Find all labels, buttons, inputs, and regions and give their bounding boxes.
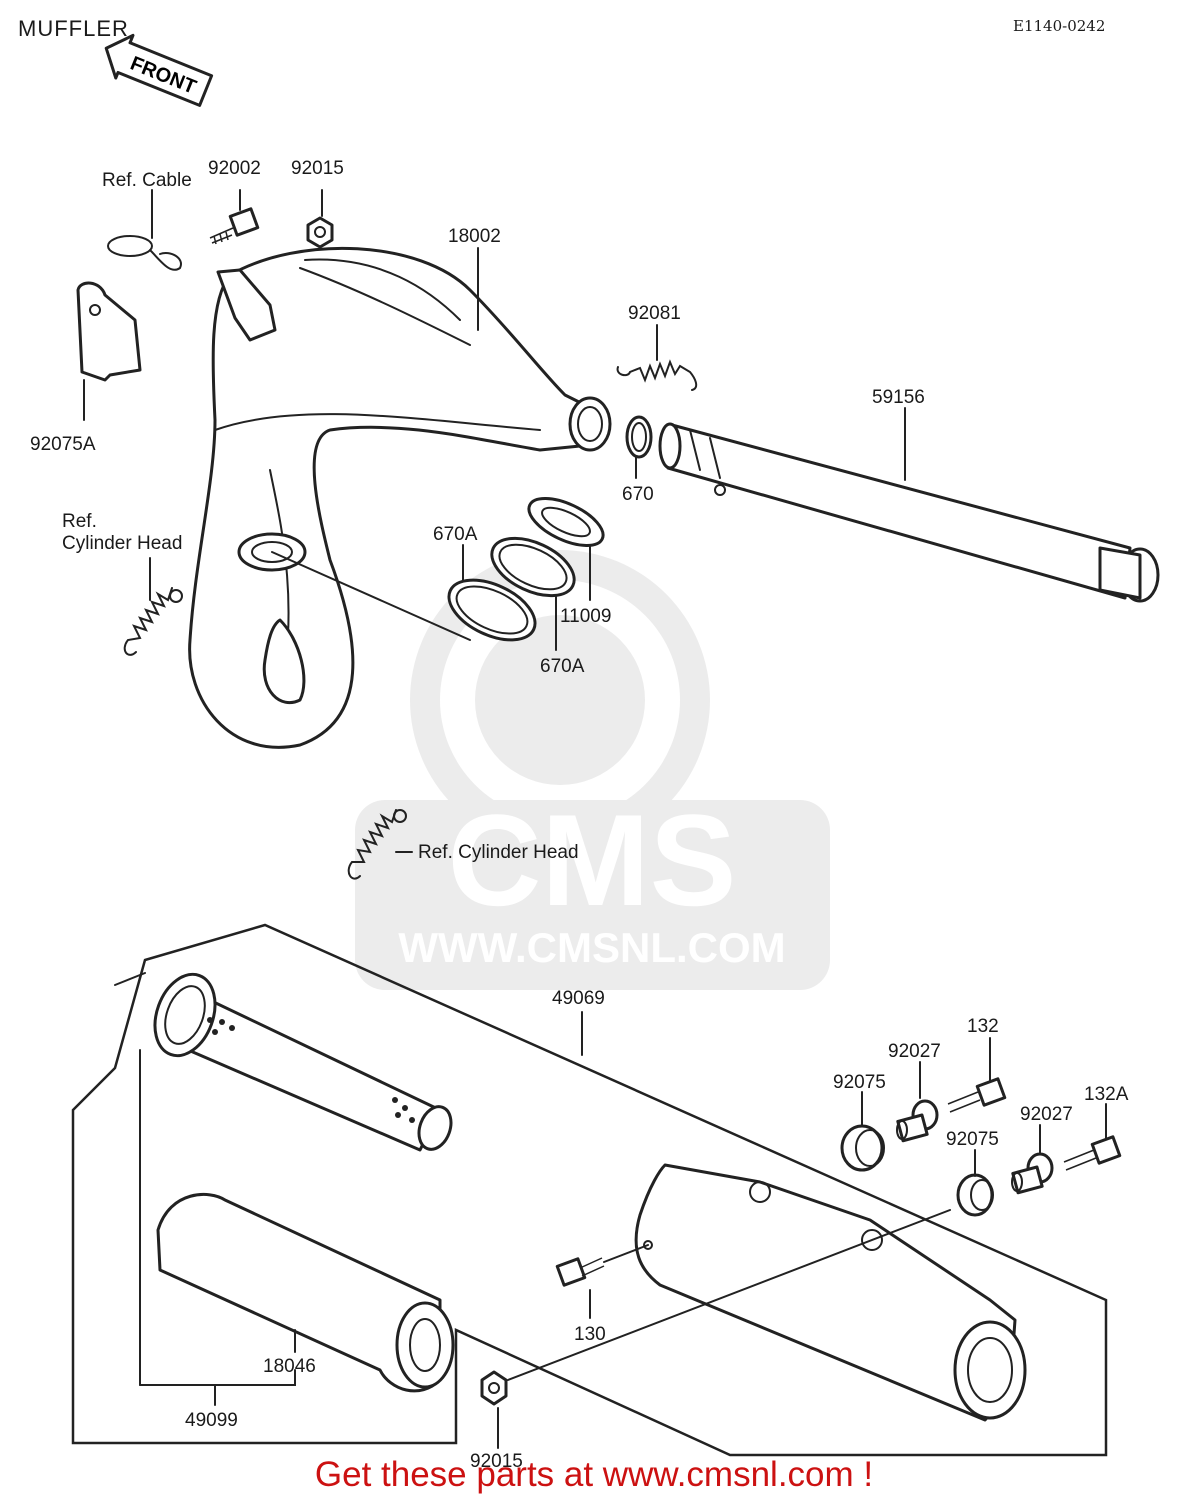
label-49069: 49069 (552, 988, 605, 1009)
label-92027-right: 92027 (1020, 1104, 1073, 1125)
label-92027-left: 92027 (888, 1041, 941, 1062)
label-130: 130 (574, 1324, 606, 1345)
chamber-to-gaskets-line (271, 551, 471, 641)
ref-cable-loop (107, 189, 182, 271)
label-92015-bottom: 92015 (470, 1451, 523, 1472)
glass-wool-packing-18046 (156, 1193, 455, 1393)
lower-frame-outline (71, 923, 1108, 1457)
perforated-pipe (153, 972, 453, 1152)
grommet-92075-right (956, 1149, 994, 1217)
gasket-11009 (527, 497, 605, 547)
diagram-code: E1140-0242 (1013, 17, 1106, 35)
label-92015-top: 92015 (291, 158, 344, 179)
nut-92015-top (306, 189, 334, 249)
spring-ref-cylinder-head-1 (123, 587, 183, 656)
label-11009: 11009 (560, 606, 611, 627)
gasket-670A-front (490, 536, 576, 598)
spring-92081 (616, 359, 698, 391)
label-92075A: 92075A (30, 434, 96, 455)
label-92081: 92081 (628, 303, 681, 324)
collar-92027-right (1011, 1124, 1054, 1195)
tail-pipe-59156 (658, 422, 1160, 603)
footer-link-text[interactable]: Get these parts at www.cmsnl.com ! (314, 1455, 874, 1494)
label-18002: 18002 (448, 226, 501, 247)
bolt-92002 (209, 189, 260, 245)
page-title: MUFFLER (18, 16, 129, 41)
label-ref-cyl-head-1-line2: Cylinder Head (62, 533, 182, 554)
bolt-132A (1063, 1103, 1122, 1171)
label-ref-cable: Ref. Cable (102, 170, 192, 191)
frame-arrow-tip (114, 972, 146, 986)
label-132: 132 (967, 1016, 999, 1037)
label-ref-cyl-head-1-line1: Ref. (62, 511, 97, 532)
spring-ref-cylinder-head-2 (347, 809, 407, 880)
label-132A: 132A (1084, 1084, 1129, 1105)
expansion-chamber-18002 (188, 246, 612, 749)
label-59156: 59156 (872, 387, 925, 408)
label-18046: 18046 (263, 1356, 316, 1377)
silencer-body-49069 (634, 1163, 1027, 1422)
bolt-132 (947, 1037, 1007, 1113)
collar-92027-left (896, 1061, 939, 1143)
bolt-130 (555, 1244, 649, 1319)
grommet-92075-left (840, 1091, 885, 1172)
label-670A-top: 670A (433, 524, 478, 545)
label-670A-bottom: 670A (540, 656, 585, 677)
label-92075-right: 92075 (946, 1129, 999, 1150)
leader-18046 (139, 1329, 296, 1386)
nut-92015-bottom (480, 1209, 951, 1449)
label-92002: 92002 (208, 158, 261, 179)
label-670: 670 (622, 484, 654, 505)
leader-49099 (139, 1049, 216, 1406)
watermark-url-text: WWW.CMSNL.COM (398, 924, 785, 971)
label-92075-left: 92075 (833, 1072, 886, 1093)
bracket-92075A (76, 281, 142, 421)
watermark-logo-text: CMS (448, 787, 737, 933)
gasket-670A-rear (447, 578, 537, 642)
label-49099: 49099 (185, 1410, 238, 1431)
label-ref-cyl-head-2: Ref. Cylinder Head (418, 842, 579, 863)
